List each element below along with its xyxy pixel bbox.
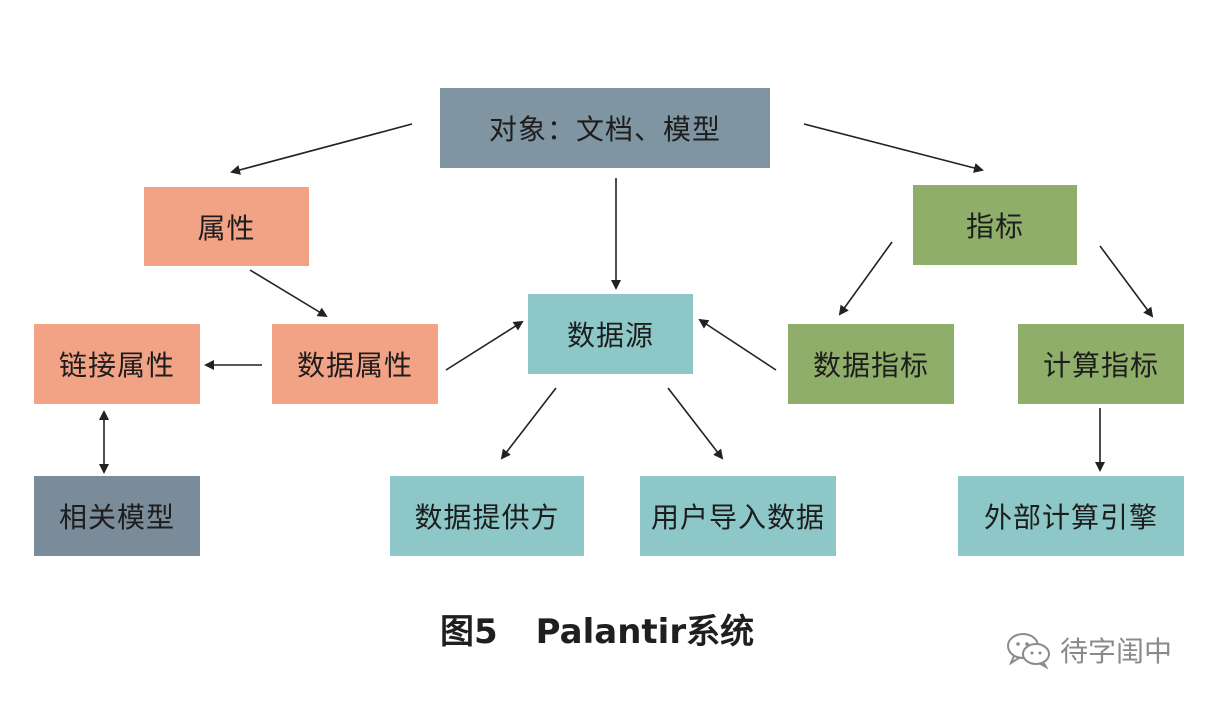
figure-number: 图5 [440, 611, 498, 652]
node-user-import: 用户导入数据 [640, 476, 836, 556]
node-data-source: 数据源 [528, 294, 693, 374]
node-link-attribute: 链接属性 [34, 324, 200, 404]
node-data-indicator: 数据指标 [788, 324, 954, 404]
watermark: 待字闺中 [1006, 628, 1172, 672]
figure-title: Palantir系统 [535, 611, 755, 652]
edge-data-attribute-to-data-source [445, 320, 524, 371]
node-data-provider: 数据提供方 [390, 476, 584, 556]
edge-object-to-indicator [803, 123, 984, 173]
node-related-model: 相关模型 [34, 476, 200, 556]
edge-attribute-to-data-attribute [249, 269, 328, 318]
node-computed-indicator: 计算指标 [1018, 324, 1184, 404]
edge-indicator-to-data-indicator [838, 241, 893, 316]
edge-indicator-to-computed-indicator [1099, 245, 1154, 318]
wechat-icon [1007, 633, 1050, 669]
node-data-attribute: 数据属性 [272, 324, 438, 404]
node-object: 对象：文档、模型 [440, 88, 770, 168]
edge-data-source-to-data-provider [500, 387, 557, 460]
figure-caption: 图5 Palantir系统 [440, 600, 800, 656]
edge-data-indicator-to-data-source [698, 318, 777, 371]
watermark-text: 待字闺中 [1060, 635, 1173, 668]
node-attribute: 属性 [144, 187, 309, 266]
node-indicator: 指标 [913, 185, 1077, 265]
edge-data-source-to-user-import [667, 387, 724, 460]
node-external-engine: 外部计算引擎 [958, 476, 1184, 556]
edge-object-to-attribute [230, 123, 413, 175]
